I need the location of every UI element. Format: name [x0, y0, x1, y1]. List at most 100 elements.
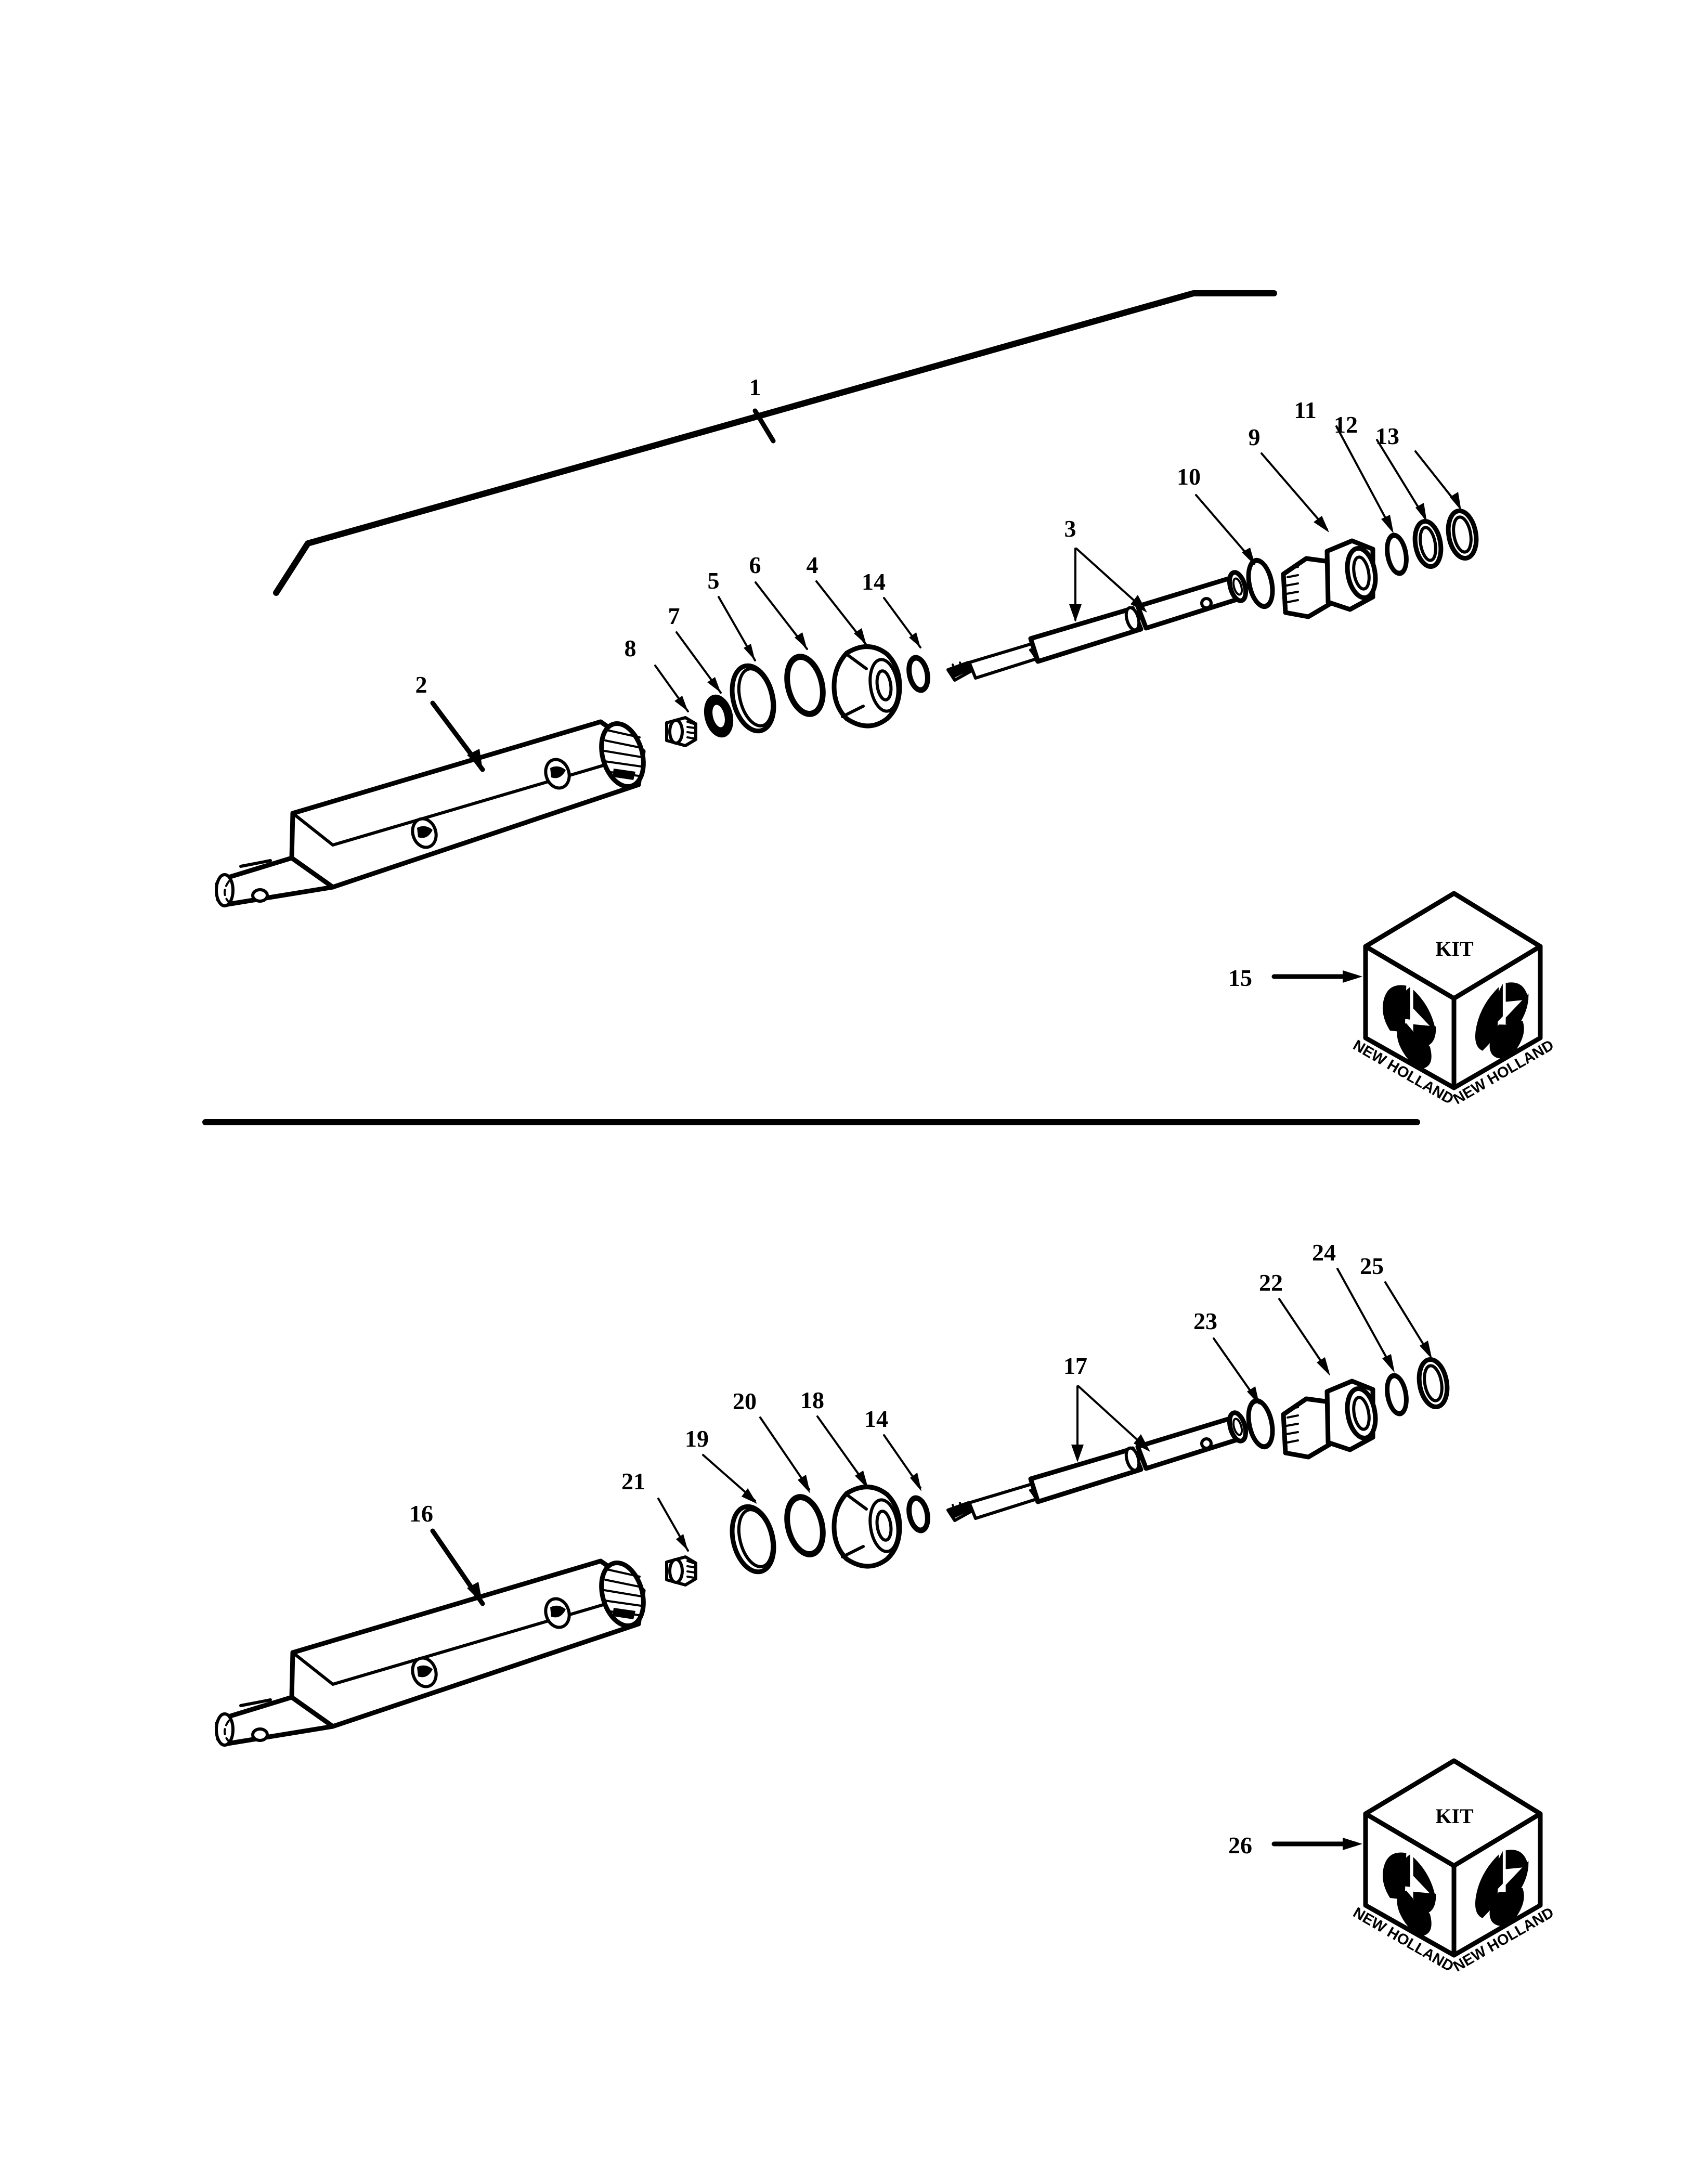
leader-20: [759, 1416, 810, 1490]
barrel-port-upper: [544, 758, 571, 790]
leader-14-arrow: [909, 632, 920, 647]
callout-19-label: 19: [685, 1425, 709, 1452]
piston-rod: [946, 570, 1249, 682]
callout-15-label: 15: [1228, 965, 1252, 991]
backup-ring-2: [1417, 1357, 1450, 1410]
leader-4-arrow: [854, 628, 866, 645]
seal-kit-box: KIT NEW HOLLAND NEW HOLLAND: [1350, 891, 1557, 1108]
leader-19-arrow: [742, 1488, 757, 1504]
piston-nut-threads-2: [1285, 1406, 1299, 1444]
retaining-ring: [1446, 508, 1479, 561]
callout-21-label: 21: [621, 1468, 645, 1494]
leader-16-arrow: [467, 1582, 483, 1604]
leader-9: [1261, 452, 1328, 530]
callout-6-label: 6: [749, 552, 761, 578]
leader-23-arrow: [1247, 1386, 1259, 1405]
leader-12-arrow: [1415, 503, 1427, 522]
backup-washer: [730, 663, 776, 734]
leader-21-arrow: [676, 1534, 688, 1551]
leader-24-arrow: [1382, 1354, 1395, 1373]
callout-11-label: 11: [1294, 397, 1316, 423]
seal-ring-3: [1385, 1373, 1409, 1416]
callout-16-label: 16: [409, 1500, 433, 1527]
barrel-port-upper-2: [544, 1597, 571, 1629]
callout-14b-label: 14: [864, 1406, 888, 1432]
callout-12-label: 12: [1334, 411, 1358, 438]
callout-13-label: 13: [1375, 423, 1399, 449]
callout-23-label: 23: [1193, 1308, 1217, 1334]
leader-8-arrow: [674, 696, 688, 711]
leader-18: [816, 1415, 867, 1486]
leader-5-arrow: [744, 644, 755, 660]
nut: [704, 694, 734, 738]
leader-9-arrow: [1314, 516, 1329, 532]
leader-22-arrow: [1317, 1357, 1330, 1376]
leader-24: [1336, 1268, 1394, 1370]
leader-12: [1376, 439, 1426, 519]
leaf-logo-right: [1475, 982, 1529, 1061]
leader-25: [1384, 1281, 1431, 1356]
leader-22: [1278, 1298, 1329, 1373]
leaf-logo-left-2: [1383, 1852, 1436, 1938]
leader-3-right: [1075, 548, 1145, 610]
o-ring-2: [831, 1485, 902, 1569]
wiper-seal-2: [730, 1504, 776, 1575]
callout-5-label: 5: [708, 567, 720, 594]
callout-3-label: 3: [1064, 515, 1076, 542]
seal-ring-2: [784, 1494, 826, 1557]
leader-17-right-arrow: [1134, 1434, 1150, 1452]
grease-fitting-2: [665, 1555, 697, 1587]
callout-17-label: 17: [1063, 1353, 1087, 1379]
piston-nut: [1281, 538, 1378, 619]
callout-10-label: 10: [1177, 463, 1201, 490]
backup-ring: [1412, 518, 1444, 569]
leader-14b-arrow: [910, 1473, 921, 1491]
leader-25-arrow: [1420, 1341, 1432, 1359]
leader-3-right-arrow: [1131, 595, 1147, 613]
seal-ring: [1385, 532, 1409, 576]
callout-9-label: 9: [1249, 424, 1261, 450]
callout-25-label: 25: [1360, 1253, 1384, 1279]
callout-7-label: 7: [668, 603, 680, 629]
piston-nut-2: [1281, 1379, 1378, 1460]
leaf-logo-right-2: [1475, 1850, 1529, 1929]
leader-7-arrow: [707, 677, 721, 693]
leader-6-arrow: [795, 632, 807, 649]
leader-11: [1335, 425, 1393, 530]
leader-3-left-arrow: [1069, 604, 1082, 622]
callout-18-label: 18: [800, 1387, 824, 1413]
callout-26-label: 26: [1228, 1832, 1252, 1858]
piston-rod-2: [946, 1410, 1249, 1522]
wiper-seal: [784, 654, 826, 717]
callout-14-label: 14: [862, 568, 886, 595]
leader-15-arrow: [1343, 970, 1362, 983]
grease-fitting: [665, 716, 697, 747]
o-ring-small: [1246, 557, 1275, 609]
barrel-port-lower-2: [411, 1656, 438, 1688]
gland-ring-2: [906, 1495, 930, 1533]
leader-17-right: [1077, 1385, 1148, 1450]
barrel-port-lower: [411, 817, 438, 849]
leader-26-arrow: [1343, 1838, 1362, 1850]
callout-4-label: 4: [807, 552, 818, 578]
barrel-threads-2: [603, 1568, 643, 1616]
o-ring: [831, 644, 902, 729]
cylinder-barrel: [215, 719, 646, 907]
leader-17-left-arrow: [1071, 1445, 1084, 1462]
callout-22-label: 22: [1259, 1269, 1283, 1296]
callout-1-label: 1: [749, 374, 761, 400]
leader-13-arrow: [1450, 492, 1461, 511]
upper-assembly: 1: [215, 290, 1557, 1108]
piston-nut-threads: [1285, 566, 1299, 603]
callout-8-label: 8: [625, 635, 636, 661]
leader-2-arrow: [467, 749, 483, 770]
callout-24-label: 24: [1312, 1239, 1336, 1266]
cylinder-barrel-2: [215, 1558, 646, 1747]
callout-20-label: 20: [733, 1388, 757, 1414]
leader-18-arrow: [855, 1471, 868, 1489]
leader-20-arrow: [798, 1475, 810, 1493]
leaf-logo-left: [1383, 985, 1436, 1071]
kit-box-2-top-label: KIT: [1435, 1804, 1474, 1828]
